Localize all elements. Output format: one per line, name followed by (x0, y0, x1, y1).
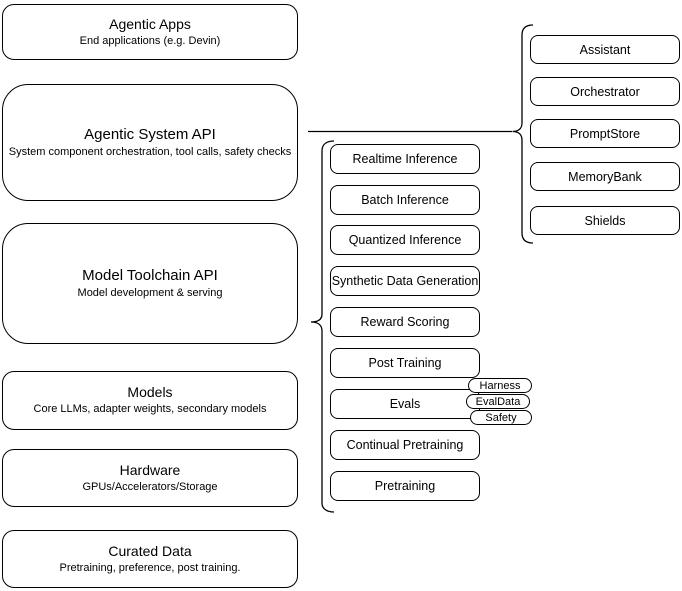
node-title: Hardware (119, 461, 181, 478)
node-title: Models (127, 384, 173, 401)
node-label: Evals (389, 397, 421, 411)
node-label: Harness (479, 379, 521, 392)
node-label: EvalData (475, 395, 521, 408)
node-promptstore: PromptStore (530, 119, 680, 148)
node-label: Reward Scoring (360, 315, 450, 329)
node-realtime-inference: Realtime Inference (330, 144, 480, 174)
node-synthetic-data-generation: Synthetic Data Generation (330, 266, 480, 296)
node-continual-pretraining: Continual Pretraining (330, 430, 480, 460)
node-label: PromptStore (569, 126, 641, 141)
node-curated-data: Curated Data Pretraining, preference, po… (2, 530, 298, 588)
node-title: Curated Data (108, 542, 192, 559)
node-evals: Evals (330, 389, 480, 419)
node-label: Safety (485, 411, 517, 424)
node-subtitle: GPUs/Accelerators/Storage (82, 480, 218, 493)
node-agentic-apps: Agentic Apps End applications (e.g. Devi… (2, 4, 298, 60)
node-label: Continual Pretraining (346, 438, 464, 452)
node-subtitle: End applications (e.g. Devin) (79, 34, 221, 47)
node-quantized-inference: Quantized Inference (330, 225, 480, 255)
node-assistant: Assistant (530, 35, 680, 64)
node-pretraining: Pretraining (330, 471, 480, 501)
node-post-training: Post Training (330, 348, 480, 378)
node-agentic-system-api: Agentic System API System component orch… (2, 84, 298, 201)
node-models: Models Core LLMs, adapter weights, secon… (2, 371, 298, 430)
node-title: Agentic System API (84, 125, 216, 143)
node-label: Assistant (579, 42, 631, 57)
node-label: Synthetic Data Generation (331, 274, 479, 288)
node-subtitle: Core LLMs, adapter weights, secondary mo… (33, 403, 267, 416)
node-shields: Shields (530, 206, 680, 235)
node-subtitle: Pretraining, preference, post training. (59, 561, 241, 574)
node-label: Post Training (368, 356, 442, 370)
node-title: Agentic Apps (109, 15, 191, 32)
node-label: Quantized Inference (348, 233, 462, 247)
node-subtitle: Model development & serving (77, 287, 223, 300)
node-orchestrator: Orchestrator (530, 77, 680, 106)
node-batch-inference: Batch Inference (330, 185, 480, 215)
node-eval-evaldata: EvalData (466, 394, 530, 409)
node-subtitle: System component orchestration, tool cal… (8, 146, 292, 159)
node-label: Pretraining (374, 479, 436, 493)
node-label: MemoryBank (568, 169, 642, 184)
node-memorybank: MemoryBank (530, 162, 680, 191)
node-eval-harness: Harness (468, 378, 532, 393)
node-label: Shields (584, 213, 626, 228)
node-label: Realtime Inference (352, 152, 458, 166)
node-hardware: Hardware GPUs/Accelerators/Storage (2, 449, 298, 507)
node-title: Model Toolchain API (82, 266, 218, 284)
node-eval-safety: Safety (470, 410, 532, 425)
node-label: Batch Inference (361, 193, 449, 207)
node-reward-scoring: Reward Scoring (330, 307, 480, 337)
node-model-toolchain-api: Model Toolchain API Model development & … (2, 223, 298, 344)
node-label: Orchestrator (570, 84, 640, 99)
